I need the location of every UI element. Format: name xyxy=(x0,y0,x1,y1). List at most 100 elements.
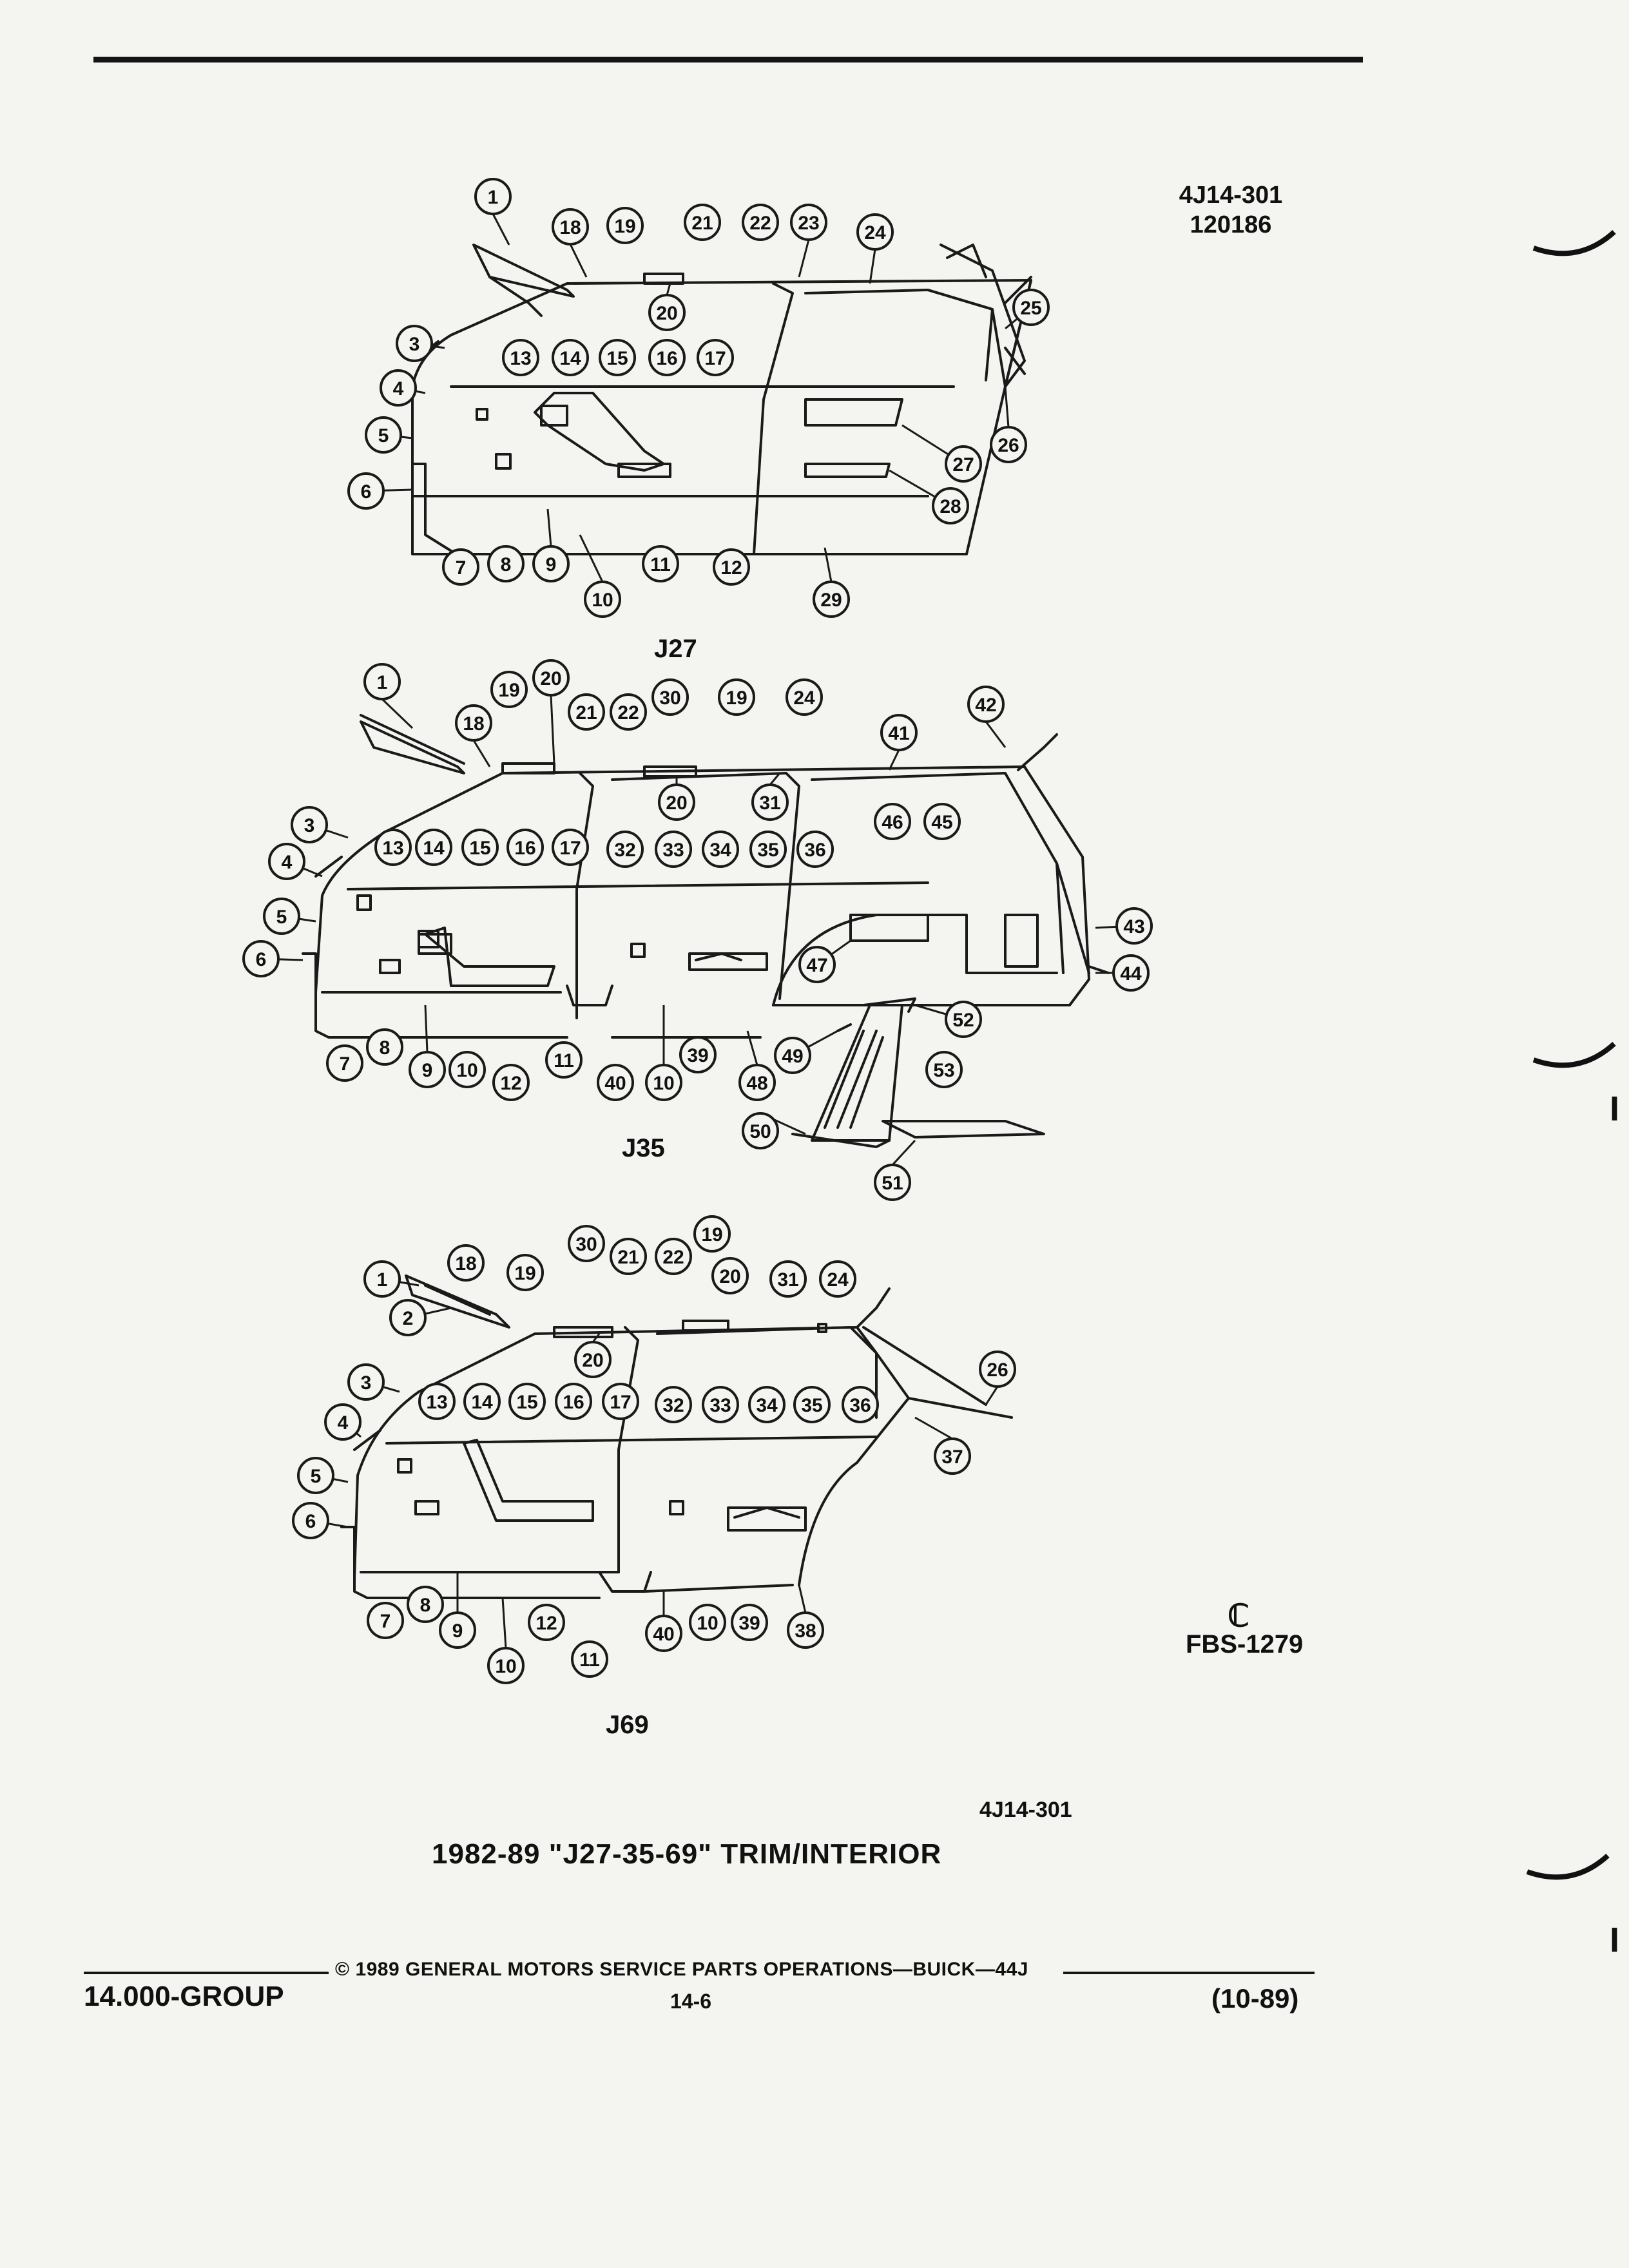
callout-number: 31 xyxy=(777,1269,798,1291)
view-label-j27: J27 xyxy=(654,635,697,663)
callout-51: 51 xyxy=(874,1164,911,1201)
callout-number: 4 xyxy=(338,1412,349,1434)
callout-number: 41 xyxy=(888,723,909,744)
callout-6: 6 xyxy=(347,472,385,510)
callout-19: 19 xyxy=(718,678,755,716)
leader-line xyxy=(824,547,833,582)
callout-number: 30 xyxy=(659,687,680,709)
bottom-ref-code: 4J14-301 xyxy=(979,1798,1072,1822)
callout-number: 8 xyxy=(380,1037,390,1059)
callout-number: 16 xyxy=(514,838,535,859)
callout-number: 5 xyxy=(311,1466,322,1487)
callout-number: 37 xyxy=(941,1446,963,1468)
callout-21: 21 xyxy=(568,693,605,731)
callout-15: 15 xyxy=(508,1383,546,1420)
callout-48: 48 xyxy=(738,1064,776,1101)
callout-number: 30 xyxy=(575,1234,597,1255)
callout-35: 35 xyxy=(749,831,787,868)
margin-curl-1 xyxy=(1532,230,1616,256)
callout-19: 19 xyxy=(606,207,644,244)
leader-line xyxy=(869,249,876,284)
leader-line xyxy=(985,1386,999,1405)
callout-53: 53 xyxy=(925,1051,963,1088)
reference-date: 120186 xyxy=(1190,211,1272,238)
callout-8: 8 xyxy=(366,1028,403,1066)
callout-number: 9 xyxy=(452,1620,463,1642)
callout-17: 17 xyxy=(602,1383,639,1420)
callout-number: 10 xyxy=(456,1060,477,1081)
view-label-j69: J69 xyxy=(606,1711,649,1739)
callout-number: 15 xyxy=(469,838,490,859)
callout-31: 31 xyxy=(769,1260,807,1298)
reference-code: 4J14-301 xyxy=(1179,182,1283,209)
callout-8: 8 xyxy=(487,545,525,582)
callout-4: 4 xyxy=(380,369,417,407)
callout-number: 12 xyxy=(720,557,742,579)
callout-number: 17 xyxy=(559,838,581,859)
callout-16: 16 xyxy=(555,1383,592,1420)
callout-35: 35 xyxy=(793,1386,831,1423)
callout-number: 4 xyxy=(393,378,404,399)
callout-number: 49 xyxy=(782,1046,803,1067)
fbs-symbol: ℂ xyxy=(1228,1599,1249,1633)
leader-line xyxy=(798,1584,807,1613)
callout-number: 14 xyxy=(423,838,445,859)
callout-number: 53 xyxy=(933,1060,954,1081)
callout-29: 29 xyxy=(813,581,850,618)
callout-number: 11 xyxy=(554,1050,574,1072)
callout-8: 8 xyxy=(407,1586,444,1623)
callout-16: 16 xyxy=(506,829,544,866)
callout-number: 12 xyxy=(535,1613,557,1634)
callout-42: 42 xyxy=(967,686,1005,723)
callout-33: 33 xyxy=(655,831,692,868)
callout-11: 11 xyxy=(545,1041,583,1079)
callout-19: 19 xyxy=(490,671,528,708)
callout-number: 13 xyxy=(382,838,403,859)
callout-number: 9 xyxy=(422,1060,433,1081)
callout-36: 36 xyxy=(796,831,834,868)
callout-13: 13 xyxy=(418,1383,456,1420)
callout-20: 20 xyxy=(648,294,686,331)
callout-number: 5 xyxy=(276,907,287,928)
callout-number: 40 xyxy=(604,1073,626,1094)
leader-line xyxy=(492,213,510,245)
callout-2: 2 xyxy=(389,1299,427,1336)
margin-curl-2 xyxy=(1532,1042,1616,1068)
callout-6: 6 xyxy=(242,940,280,977)
leader-line xyxy=(579,534,604,582)
callout-number: 4 xyxy=(282,852,293,873)
callout-number: 10 xyxy=(495,1656,516,1677)
callout-number: 39 xyxy=(687,1045,708,1066)
callout-number: 17 xyxy=(704,348,726,369)
callout-number: 26 xyxy=(998,435,1019,456)
callout-number: 39 xyxy=(738,1613,760,1634)
callout-number: 10 xyxy=(653,1073,674,1094)
callout-number: 50 xyxy=(749,1121,771,1142)
callout-number: 6 xyxy=(256,949,267,970)
callout-10: 10 xyxy=(689,1604,726,1641)
callout-number: 8 xyxy=(420,1595,431,1616)
callout-7: 7 xyxy=(326,1044,363,1082)
callout-number: 26 xyxy=(987,1360,1008,1381)
callout-7: 7 xyxy=(367,1602,404,1639)
callout-34: 34 xyxy=(748,1386,786,1423)
callout-number: 7 xyxy=(456,557,467,579)
callout-number: 24 xyxy=(793,687,815,709)
leader-line xyxy=(888,749,900,771)
callout-number: 19 xyxy=(498,680,519,701)
footer-rule-left xyxy=(84,1972,329,1974)
callout-18: 18 xyxy=(455,704,492,742)
callout-number: 7 xyxy=(380,1611,391,1632)
callout-number: 5 xyxy=(378,425,389,447)
callout-number: 18 xyxy=(455,1253,476,1274)
callout-9: 9 xyxy=(409,1051,446,1088)
callout-20: 20 xyxy=(711,1257,749,1294)
callout-number: 36 xyxy=(804,840,825,861)
callout-36: 36 xyxy=(842,1386,879,1423)
callout-number: 20 xyxy=(582,1350,603,1371)
callout-number: 3 xyxy=(361,1372,372,1394)
callout-44: 44 xyxy=(1112,954,1150,992)
margin-curl-3 xyxy=(1526,1854,1610,1880)
callout-number: 11 xyxy=(579,1649,600,1671)
callout-38: 38 xyxy=(787,1611,824,1649)
